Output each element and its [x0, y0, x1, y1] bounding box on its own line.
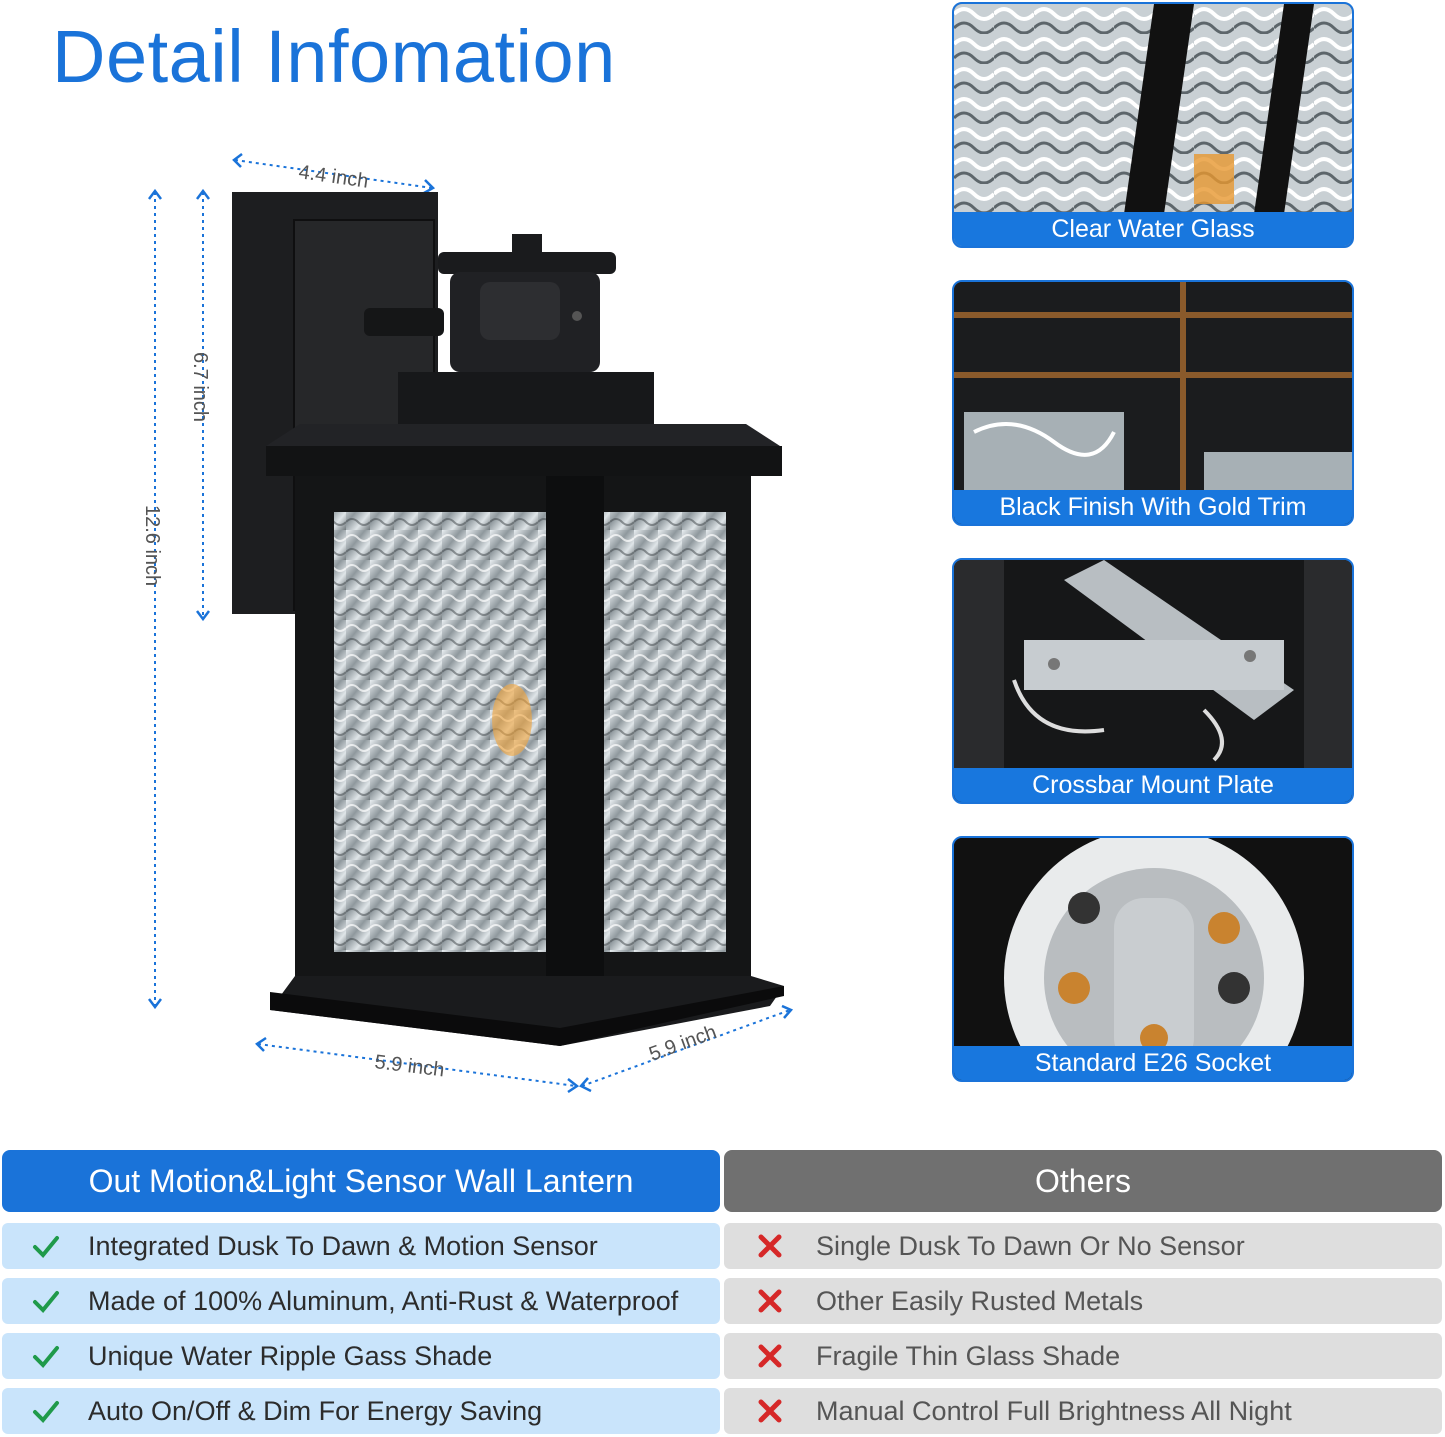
thumb-caption: Clear Water Glass	[954, 212, 1352, 246]
others-row: Other Easily Rusted Metals	[724, 1278, 1442, 1324]
others-row-text: Fragile Thin Glass Shade	[816, 1341, 1121, 1371]
others-row: Single Dusk To Dawn Or No Sensor	[724, 1223, 1442, 1269]
others-header: Others	[724, 1150, 1442, 1212]
page-title: Detail Infomation	[52, 15, 616, 98]
check-icon	[33, 1401, 59, 1423]
dim-base-width: 5.9 inch	[373, 1051, 445, 1081]
thumb-crossbar-mount-plate: Crossbar Mount Plate	[952, 558, 1354, 804]
others-row: Manual Control Full Brightness All Night	[724, 1388, 1442, 1434]
others-row: Fragile Thin Glass Shade	[724, 1333, 1442, 1379]
product-illustration: 4.4 inch 6.7 inch 12.6 inch 5.9 inch 5.9…	[130, 140, 830, 1110]
ours-row-text: Unique Water Ripple Gass Shade	[88, 1341, 493, 1371]
check-icon	[33, 1346, 59, 1368]
cross-icon	[758, 1289, 782, 1313]
cross-icon	[758, 1234, 782, 1258]
thumb-caption: Black Finish With Gold Trim	[954, 490, 1352, 524]
cross-icon	[758, 1344, 782, 1368]
dim-total-height: 12.6 inch	[141, 505, 163, 586]
ours-row: Unique Water Ripple Gass Shade	[2, 1333, 720, 1379]
ours-row-text: Made of 100% Aluminum, Anti-Rust & Water…	[88, 1286, 679, 1316]
thumb-caption: Standard E26 Socket	[954, 1046, 1352, 1080]
thumb-clear-water-glass: Clear Water Glass	[952, 2, 1354, 248]
cross-icon	[758, 1399, 782, 1423]
ours-row: Made of 100% Aluminum, Anti-Rust & Water…	[2, 1278, 720, 1324]
dim-backplate-height: 6.7 inch	[189, 352, 211, 422]
dimension-arrows	[148, 153, 794, 1094]
ours-header: Out Motion&Light Sensor Wall Lantern	[2, 1150, 720, 1212]
thumb-caption: Crossbar Mount Plate	[954, 768, 1352, 802]
ours-row-text: Auto On/Off & Dim For Energy Saving	[88, 1396, 543, 1426]
ours-row: Auto On/Off & Dim For Energy Saving	[2, 1388, 720, 1434]
others-row-text: Manual Control Full Brightness All Night	[816, 1396, 1292, 1426]
dim-base-depth: 5.9 inch	[646, 1021, 719, 1066]
others-row-text: Single Dusk To Dawn Or No Sensor	[816, 1231, 1245, 1261]
check-icon	[33, 1291, 59, 1313]
dim-top-width: 4.4 inch	[297, 161, 369, 193]
thumb-black-finish-gold-trim: Black Finish With Gold Trim	[952, 280, 1354, 526]
comparison-table: Out Motion&Light Sensor Wall Lantern Oth…	[0, 1150, 1445, 1437]
thumb-standard-e26-socket: Standard E26 Socket	[952, 836, 1354, 1082]
others-row-text: Other Easily Rusted Metals	[816, 1286, 1144, 1316]
ours-row-text: Integrated Dusk To Dawn & Motion Sensor	[88, 1231, 598, 1261]
check-icon	[33, 1236, 59, 1258]
dimension-lines	[154, 159, 791, 1087]
ours-row: Integrated Dusk To Dawn & Motion Sensor	[2, 1223, 720, 1269]
